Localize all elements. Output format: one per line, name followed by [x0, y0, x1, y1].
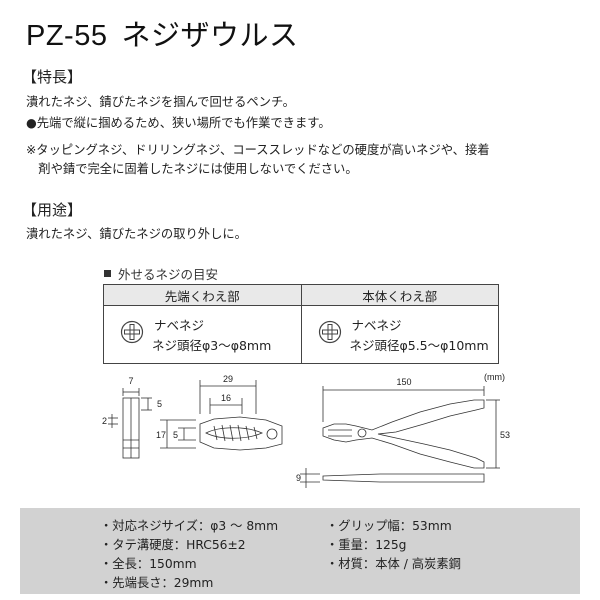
square-bullet-icon [104, 270, 111, 277]
spec-item: ・重量：125g [326, 538, 407, 552]
dim-unit: (mm) [484, 372, 505, 382]
page-title: PZ-55 ネジザウルス [26, 12, 299, 54]
dim-tip-width: 7 [128, 376, 133, 386]
table-header-tip: 先端くわえ部 [103, 284, 302, 306]
phillips-screw-icon [318, 320, 341, 344]
dim-tip-height: 5 [157, 399, 162, 409]
features-heading: 【特長】 [22, 68, 83, 86]
screw-size-table: 先端くわえ部 本体くわえ部 ナベネジ ネジ頭径φ3～φ8mm [103, 284, 499, 364]
usage-heading: 【用途】 [22, 201, 83, 219]
spec-box: ・対応ネジサイズ：φ3 ～ 8mm ・タテ溝硬度：HRC56±2 ・全長：150… [20, 508, 580, 594]
dimension-drawing: 7 5 2 29 16 17 5 150 (mm) 53 9 [102, 372, 510, 488]
spec-item: ・タテ溝硬度：HRC56±2 [100, 538, 246, 552]
spec-item: ・グリップ幅：53mm [326, 519, 452, 533]
spec-item: ・材質：本体 / 高炭素鋼 [326, 557, 461, 571]
usage-text: 潰れたネジ、錆びたネジの取り外しに。 [26, 227, 247, 241]
spec-item: ・先端長さ：29mm [100, 576, 214, 590]
dim-overall-height: 53 [500, 430, 510, 440]
dim-jaw-height-inner: 5 [173, 430, 178, 440]
dim-jaw-length: 29 [223, 374, 233, 384]
feature-line: ●先端で縦に掴めるため、狭い場所でも作業できます。 [26, 116, 331, 130]
spec-item: ・全長：150mm [100, 557, 197, 571]
feature-line: 潰れたネジ、錆びたネジを掴んで回せるペンチ。 [26, 95, 295, 109]
feature-note: 剤や錆で完全に固着したネジには使用しないでください。 [26, 162, 358, 176]
dim-thickness: 9 [296, 473, 301, 483]
table-cell-tip: ナベネジ ネジ頭径φ3～φ8mm [104, 306, 301, 363]
table-header-body: 本体くわえ部 [300, 284, 499, 306]
feature-note: ※タッピングネジ、ドリリングネジ、コーススレッドなどの硬度が高いネジや、接着 [26, 143, 490, 157]
screw-table-caption: 外せるネジの目安 [104, 264, 218, 283]
dim-overall-length: 150 [396, 377, 411, 387]
screw-range: ネジ頭径φ3～φ8mm [152, 338, 272, 353]
phillips-screw-icon [120, 320, 144, 344]
dim-jaw-inner: 16 [221, 393, 231, 403]
table-cell-body: ナベネジ ネジ頭径φ5.5～φ10mm [302, 306, 499, 363]
spec-item: ・対応ネジサイズ：φ3 ～ 8mm [100, 519, 279, 533]
screw-type: ナベネジ [154, 318, 205, 333]
screw-range: ネジ頭径φ5.5～φ10mm [349, 338, 489, 353]
dim-jaw-height-total: 17 [156, 430, 166, 440]
product-name: ネジザウルス [121, 18, 299, 52]
dim-tip-side: 2 [102, 416, 107, 426]
screw-type: ナベネジ [351, 318, 402, 333]
model-number: PZ-55 [26, 20, 108, 52]
